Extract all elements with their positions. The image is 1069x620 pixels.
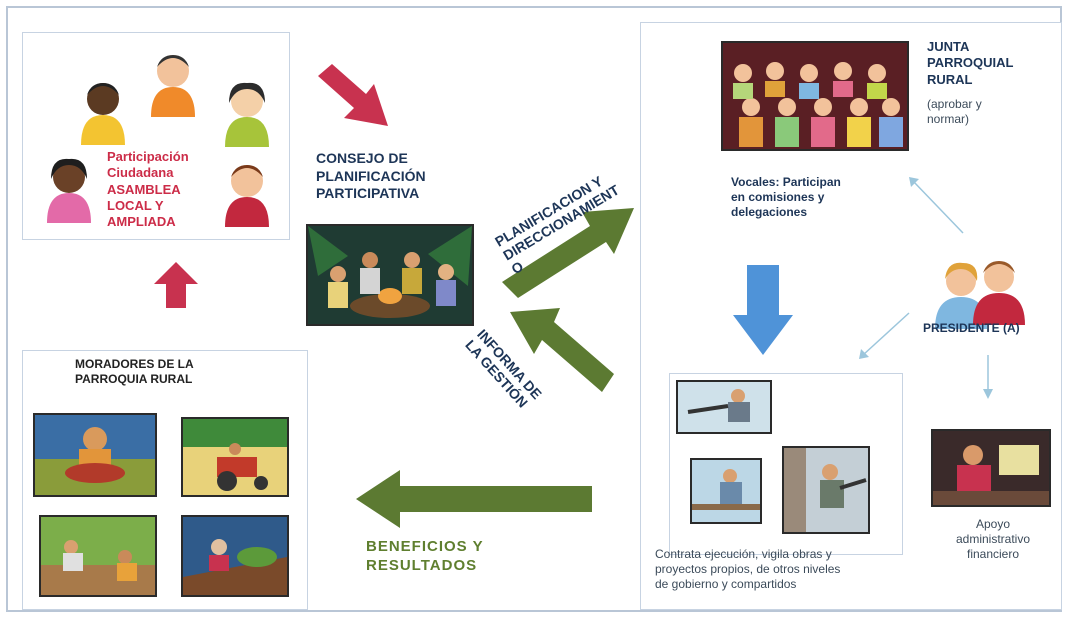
participacion-panel: Participación Ciudadana ASAMBLEA LOCAL Y… [22, 32, 290, 240]
contrata-line: Contrata ejecución, vigila obras y [655, 547, 832, 561]
person-icon [225, 165, 269, 227]
consejo-title: CONSEJO DE PLANIFICACIÓN PARTICIPATIVA [316, 150, 426, 203]
red-arrow-up [154, 262, 198, 308]
apoyo-line: financiero [966, 547, 1020, 561]
participacion-line: LOCAL Y [107, 197, 164, 213]
junta-subtitle: (aprobar y normar) [927, 97, 982, 127]
beneficios-line: BENEFICIOS Y [366, 538, 484, 555]
person-icon [151, 55, 195, 117]
boat-market-image [181, 515, 289, 597]
red-arrow-diagonal [318, 64, 388, 126]
moradores-line: PARROQUIA RURAL [75, 372, 193, 386]
thin-arrow-to-obras [859, 312, 910, 359]
junta-line: JUNTA [927, 39, 970, 54]
participacion-line: AMPLIADA [107, 214, 176, 229]
junta-line: PARROQUIAL [927, 55, 1014, 71]
thin-arrow-to-vocales [909, 177, 964, 234]
vocales-text: Vocales: Participan en comisiones y dele… [731, 175, 841, 220]
junta-panel: JUNTA PARROQUIAL RURAL (aprobar y normar… [640, 22, 1062, 610]
blue-arrow-down [733, 265, 793, 355]
contrata-line: proyectos propios, de otros niveles [655, 562, 841, 576]
participacion-line: ASAMBLEA [107, 181, 181, 197]
consejo-meeting-image [306, 224, 474, 326]
person-icon [225, 82, 269, 147]
contrata-line: de gobierno y compartidos [655, 577, 797, 591]
green-arrow-beneficios [356, 470, 592, 528]
green-arrow-informa [510, 308, 614, 392]
consejo-line: CONSEJO DE [316, 150, 408, 166]
vocales-line: Vocales: Participan [731, 175, 841, 189]
person-icon [81, 83, 125, 145]
junta-sub-line: normar) [927, 112, 970, 126]
presidente-label: PRESIDENTE (A) [923, 321, 1020, 335]
office-worker-image [931, 429, 1051, 507]
apoyo-line: administrativo [955, 532, 1031, 546]
vocales-line: en comisiones y [731, 190, 825, 204]
person-icon [47, 158, 91, 223]
participacion-label: Participación Ciudadana ASAMBLEA LOCAL Y… [107, 149, 189, 230]
vocales-line: delegaciones [731, 205, 808, 219]
obras-panel [669, 373, 903, 555]
beneficios-line: RESULTADOS [366, 556, 478, 574]
beneficios-label: BENEFICIOS Y RESULTADOS [366, 538, 484, 576]
junta-sub-line: (aprobar y [927, 97, 982, 111]
thin-arrow-to-apoyo [983, 355, 993, 399]
junta-members-image [721, 41, 909, 151]
worker-drill-image [782, 446, 870, 534]
field-workers-image [39, 515, 157, 597]
junta-title: JUNTA PARROQUIAL RURAL [927, 39, 1013, 88]
apoyo-text: Apoyo administrativo financiero [931, 517, 1055, 562]
contrata-text: Contrata ejecución, vigila obras y proye… [655, 547, 840, 592]
consejo-line: PARTICIPATIVA [316, 185, 420, 201]
junta-line: RURAL [927, 71, 973, 87]
participacion-line: Ciudadana [107, 165, 174, 181]
moradores-title: MORADORES DE LA PARROQUIA RURAL [75, 357, 194, 387]
participacion-line: Participación [107, 149, 189, 164]
consejo-line: PLANIFICACIÓN [316, 167, 426, 184]
farmer-harvest-image [33, 413, 157, 497]
moradores-panel: MORADORES DE LA PARROQUIA RURAL [22, 350, 308, 610]
moradores-line: MORADORES DE LA [75, 357, 194, 371]
green-arrow-planificacion [502, 208, 634, 298]
worker-hammer-image [676, 380, 772, 434]
worker-saw-image [690, 458, 762, 524]
apoyo-line: Apoyo [975, 517, 1011, 531]
tractor-image [181, 417, 289, 497]
presidente-icon [935, 261, 1025, 329]
